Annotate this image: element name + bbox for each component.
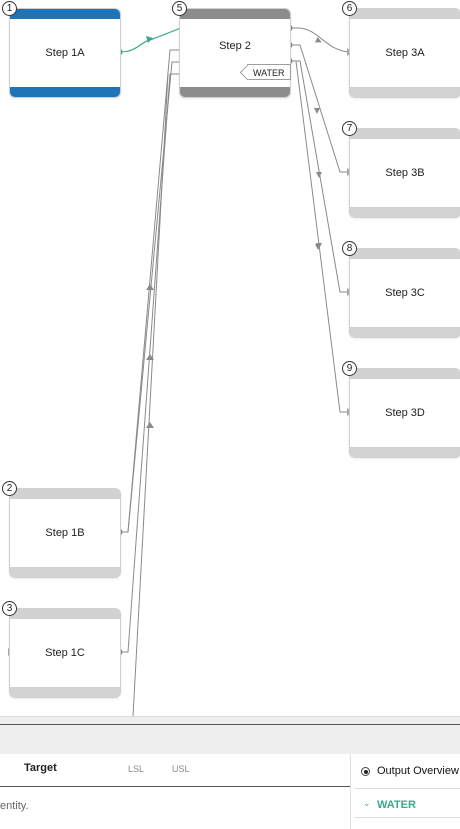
step-node-3b[interactable]: Step 3B: [349, 128, 460, 218]
node-footer-bar: [350, 447, 460, 457]
node-footer-bar: [350, 327, 460, 337]
step-node-3c[interactable]: Step 3C: [349, 248, 460, 338]
node-label: Step 1B: [45, 527, 85, 539]
node-footer-bar: [350, 87, 460, 97]
flow-arrow: [146, 422, 154, 428]
node-header-bar: [180, 9, 290, 19]
flow-arrow: [315, 37, 322, 43]
node-label: Step 3D: [385, 407, 425, 419]
flow-arrow: [314, 108, 320, 114]
node-label: Step 3B: [385, 167, 425, 179]
bottom-toolbar: [0, 724, 460, 755]
column-header-lsl[interactable]: LSL: [128, 764, 145, 774]
connection-1b-to-2: [119, 49, 181, 533]
connection-1c-to-2: [119, 73, 181, 653]
connection-1c-to-2-b: [132, 73, 169, 716]
node-header-bar: [350, 9, 460, 19]
node-footer-bar: [10, 567, 120, 577]
flow-arrow: [146, 354, 154, 360]
step-node-1a[interactable]: Step 1A: [9, 8, 121, 98]
step-node-3a[interactable]: Step 3A: [349, 8, 460, 98]
connection-1b-to-2-b: [127, 61, 181, 533]
node-label: Step 1A: [45, 47, 85, 59]
column-header-target[interactable]: Target: [24, 762, 57, 774]
step-node-2[interactable]: Step 2: [179, 8, 291, 98]
node-number-badge: 8: [342, 241, 357, 256]
node-footer-bar: [350, 207, 460, 217]
node-number-badge: 3: [2, 601, 17, 616]
node-header-bar: [350, 249, 460, 259]
node-header-bar: [10, 9, 120, 19]
node-footer-bar: [10, 87, 120, 97]
node-label: Step 3A: [385, 47, 425, 59]
node-label: Step 1C: [45, 647, 85, 659]
flow-arrow: [146, 284, 154, 290]
divider: [355, 817, 460, 818]
spec-table-header: Target LSL USL: [0, 754, 350, 787]
output-overview-radio[interactable]: [361, 767, 370, 776]
node-header-bar: [10, 609, 120, 619]
stream-tag-label: WATER: [253, 68, 285, 78]
node-footer-bar: [10, 687, 120, 697]
flow-canvas[interactable]: Step 1A 1 Step 2 5 WATER Step 3A 6 Step …: [0, 0, 460, 716]
node-number-badge: 5: [172, 1, 187, 16]
connection-2-to-3d: [290, 60, 349, 413]
node-header-bar: [10, 489, 120, 499]
panel-resize-handle[interactable]: [0, 716, 460, 725]
node-number-badge: 7: [342, 121, 357, 136]
table-row-text: entity.: [0, 800, 29, 812]
output-overview-label[interactable]: Output Overview: [377, 765, 459, 777]
stream-tag[interactable]: WATER: [247, 64, 291, 80]
node-header-bar: [350, 129, 460, 139]
node-header-bar: [350, 369, 460, 379]
node-number-badge: 2: [2, 481, 17, 496]
flow-arrow: [316, 172, 322, 178]
node-number-badge: 1: [2, 1, 17, 16]
step-node-1c[interactable]: Step 1C: [9, 608, 121, 698]
node-number-badge: 6: [342, 1, 357, 16]
node-label: Step 2: [219, 39, 251, 52]
divider: [355, 788, 460, 789]
output-section-water[interactable]: WATER: [377, 799, 416, 811]
output-panel: Output Overview ⌄ WATER: [350, 754, 460, 829]
flow-arrow-active: [146, 36, 153, 43]
node-label: Step 3C: [385, 287, 425, 299]
flow-arrow: [315, 244, 321, 250]
column-header-usl[interactable]: USL: [172, 764, 190, 774]
connection-2-to-3a: [290, 27, 350, 53]
node-number-badge: 9: [342, 361, 357, 376]
chevron-down-icon[interactable]: ⌄: [363, 798, 371, 808]
connection-2-to-3b: [290, 44, 349, 173]
step-node-3d[interactable]: Step 3D: [349, 368, 460, 458]
step-node-1b[interactable]: Step 1B: [9, 488, 121, 578]
node-footer-bar: [180, 87, 290, 97]
